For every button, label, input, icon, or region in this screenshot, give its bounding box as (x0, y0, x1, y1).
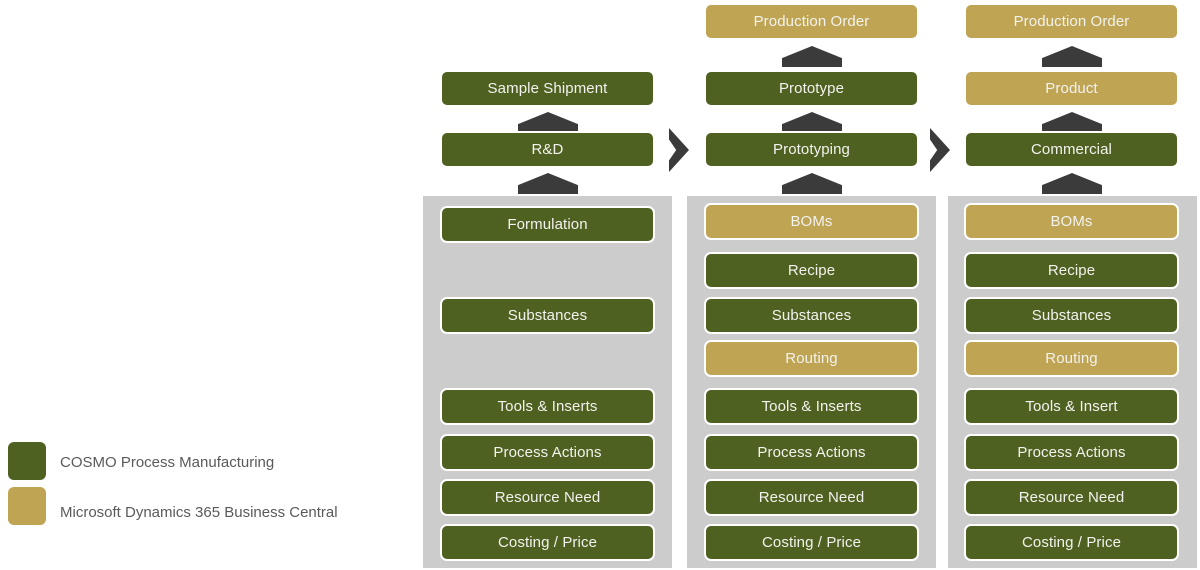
box-prototype[interactable]: Prototype (704, 70, 919, 107)
box-substances-prototyping[interactable]: Substances (704, 297, 919, 334)
box-rnd[interactable]: R&D (440, 131, 655, 168)
box-routing-prototyping[interactable]: Routing (704, 340, 919, 377)
box-production-order-prototyping[interactable]: Production Order (704, 3, 919, 40)
box-resource-need-rnd[interactable]: Resource Need (440, 479, 655, 516)
box-sample-shipment[interactable]: Sample Shipment (440, 70, 655, 107)
legend-label-cosmo: COSMO Process Manufacturing (60, 454, 275, 471)
stage-arrow-prototyping-to-commercial (930, 128, 950, 172)
box-product[interactable]: Product (964, 70, 1179, 107)
box-tools-inserts-prototyping[interactable]: Tools & Inserts (704, 388, 919, 425)
legend-swatch-business-central (8, 487, 46, 525)
box-routing-commercial[interactable]: Routing (964, 340, 1179, 377)
up-arrow-boms-to-commercial (1042, 173, 1102, 194)
box-process-actions-prototyping[interactable]: Process Actions (704, 434, 919, 471)
up-arrow-commercial-to-product (1042, 112, 1102, 133)
up-arrow-boms-to-prototyping (782, 173, 842, 194)
box-resource-need-prototyping[interactable]: Resource Need (704, 479, 919, 516)
box-substances-rnd[interactable]: Substances (440, 297, 655, 334)
box-production-order-commercial[interactable]: Production Order (964, 3, 1179, 40)
box-process-actions-commercial[interactable]: Process Actions (964, 434, 1179, 471)
box-commercial[interactable]: Commercial (964, 131, 1179, 168)
box-recipe-prototyping[interactable]: Recipe (704, 252, 919, 289)
box-prototyping[interactable]: Prototyping (704, 131, 919, 168)
box-resource-need-commercial[interactable]: Resource Need (964, 479, 1179, 516)
legend-label-business-central: Microsoft Dynamics 365 Business Central (60, 504, 338, 521)
box-costing-price-prototyping[interactable]: Costing / Price (704, 524, 919, 561)
up-arrow-rnd-to-sample-shipment (518, 112, 578, 133)
up-arrow-prototyping-to-prototype (782, 112, 842, 133)
box-tools-insert-commercial[interactable]: Tools & Insert (964, 388, 1179, 425)
box-boms-commercial[interactable]: BOMs (964, 203, 1179, 240)
up-arrow-product-to-production-order (1042, 46, 1102, 67)
box-formulation[interactable]: Formulation (440, 206, 655, 243)
box-substances-commercial[interactable]: Substances (964, 297, 1179, 334)
up-arrow-prototype-to-production-order (782, 46, 842, 67)
up-arrow-formulation-to-rnd (518, 173, 578, 194)
box-boms-prototyping[interactable]: BOMs (704, 203, 919, 240)
box-process-actions-rnd[interactable]: Process Actions (440, 434, 655, 471)
box-tools-inserts-rnd[interactable]: Tools & Inserts (440, 388, 655, 425)
box-recipe-commercial[interactable]: Recipe (964, 252, 1179, 289)
stage-arrow-rnd-to-prototyping (669, 128, 689, 172)
legend-swatch-cosmo (8, 442, 46, 480)
box-costing-price-rnd[interactable]: Costing / Price (440, 524, 655, 561)
box-costing-price-commercial[interactable]: Costing / Price (964, 524, 1179, 561)
